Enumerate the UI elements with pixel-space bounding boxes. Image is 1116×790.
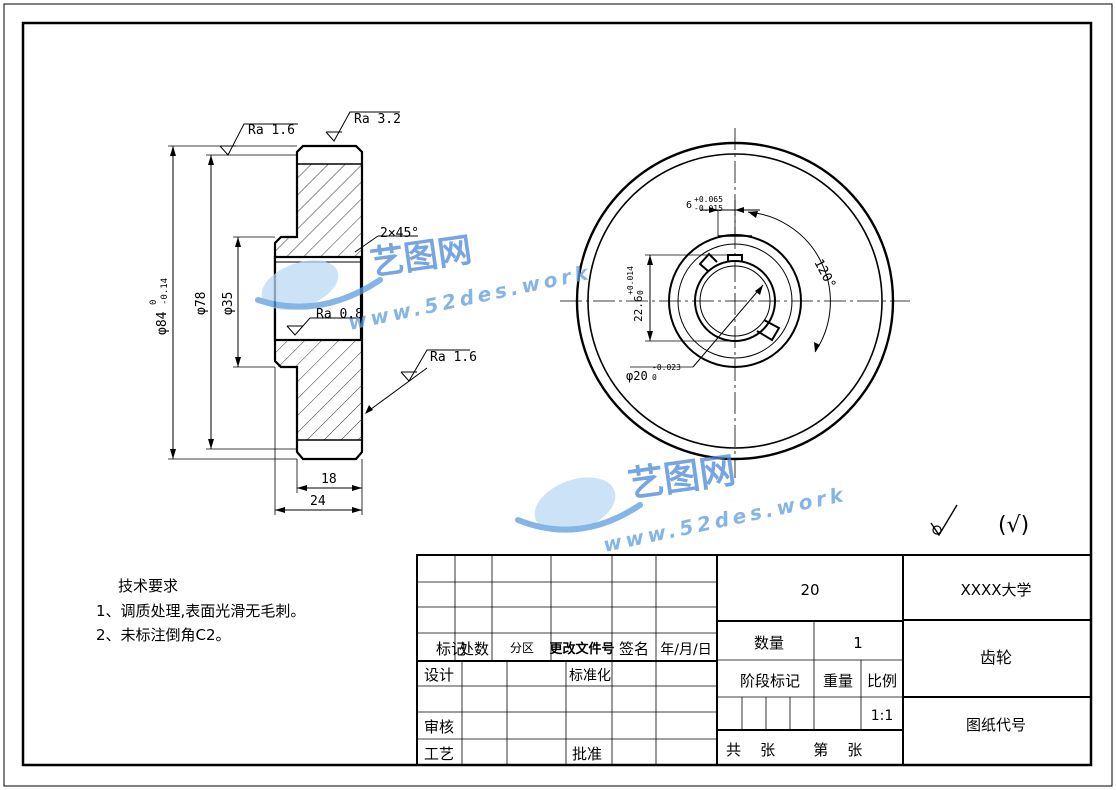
notes-title: 技术要求 <box>118 577 178 595</box>
ra-symbol-2 <box>325 111 400 142</box>
tb-header-change: 更改文件号 <box>549 641 614 657</box>
tb-stage-label: 阶段标记 <box>740 672 800 690</box>
notes-item-1: 1、调质处理,表面光滑无毛刺。 <box>96 602 305 620</box>
angle-label: 120° <box>810 257 838 292</box>
dim-outer-tol-lower: -0.14 <box>160 278 170 305</box>
dim-outer-tol-upper: 0 <box>149 300 159 305</box>
title-block <box>416 554 1092 766</box>
dim-width-outer: 24 <box>310 494 326 509</box>
ra-text-1: Ra 1.6 <box>248 123 295 138</box>
ra-symbol-1 <box>219 123 298 156</box>
tb-scale-value: 1:1 <box>871 708 894 724</box>
bore-tol-lower: 0 <box>652 373 657 382</box>
key-width-base: 6 <box>686 200 692 211</box>
dim-bore-diameter: φ35 <box>221 292 236 315</box>
tb-header-count: 处数 <box>459 640 489 658</box>
tb-material: 20 <box>800 581 819 599</box>
chamfer-label: 2×45° <box>380 226 419 241</box>
key-depth-tol-upper: +0.014 <box>626 266 635 295</box>
tb-design: 设计 <box>424 666 454 684</box>
technical-notes: 技术要求 1、调质处理,表面光滑无毛刺。 2、未标注倒角C2。 <box>96 577 305 644</box>
notes-item-2: 2、未标注倒角C2。 <box>96 626 231 644</box>
tb-approve: 批准 <box>572 745 602 763</box>
outer-border <box>3 3 1113 787</box>
tb-standard: 标准化 <box>569 668 611 684</box>
tb-header-date: 年/月/日 <box>660 642 711 658</box>
tb-review: 审核 <box>424 718 454 736</box>
tb-header-zone: 分区 <box>510 641 534 655</box>
watermark-2: 艺图网 www.52des.work <box>515 450 849 557</box>
tb-scale-label: 比例 <box>867 672 897 690</box>
ra-symbol-4 <box>365 349 470 414</box>
dim-mid-diameter: φ78 <box>194 292 209 315</box>
tb-weight-label: 重量 <box>823 672 853 690</box>
key-width-tol-upper: +0.065 <box>694 195 723 204</box>
roughness-note: (√) <box>930 504 1029 538</box>
tb-quantity-label: 数量 <box>754 634 784 652</box>
key-depth-base: 22.6 <box>632 296 645 323</box>
bore-tol-upper: -0.023 <box>652 363 681 372</box>
ra-symbol-3 <box>286 317 360 336</box>
tb-drawing-code: 图纸代号 <box>966 716 1026 734</box>
tb-header-mark: 标记 <box>436 640 466 658</box>
ra-text-3: Ra 0.8 <box>316 307 363 322</box>
tb-sheets: 共 张 第 张 <box>726 741 862 759</box>
roughness-note-text: (√) <box>998 513 1029 538</box>
dim-width-inner: 18 <box>321 472 337 487</box>
key-depth-tol-lower: 0 <box>636 290 645 295</box>
watermark-brand-2: 艺图网 <box>626 450 739 506</box>
tb-header-sign: 签名 <box>619 640 649 658</box>
key-width-tol-lower: -0.015 <box>694 204 723 213</box>
tb-part-name: 齿轮 <box>980 648 1012 667</box>
dim-outer-diameter: φ84 <box>155 311 170 335</box>
front-view: 6 +0.065 -0.015 22.6 +0.014 0 120° φ20 -… <box>560 128 910 478</box>
tb-quantity-value: 1 <box>853 634 863 652</box>
bore-diameter: φ20 <box>626 369 648 383</box>
ra-text-2: Ra 3.2 <box>354 112 401 127</box>
tb-process: 工艺 <box>424 745 454 763</box>
ra-text-4: Ra 1.6 <box>430 350 477 365</box>
tb-organization: XXXX大学 <box>960 581 1031 599</box>
